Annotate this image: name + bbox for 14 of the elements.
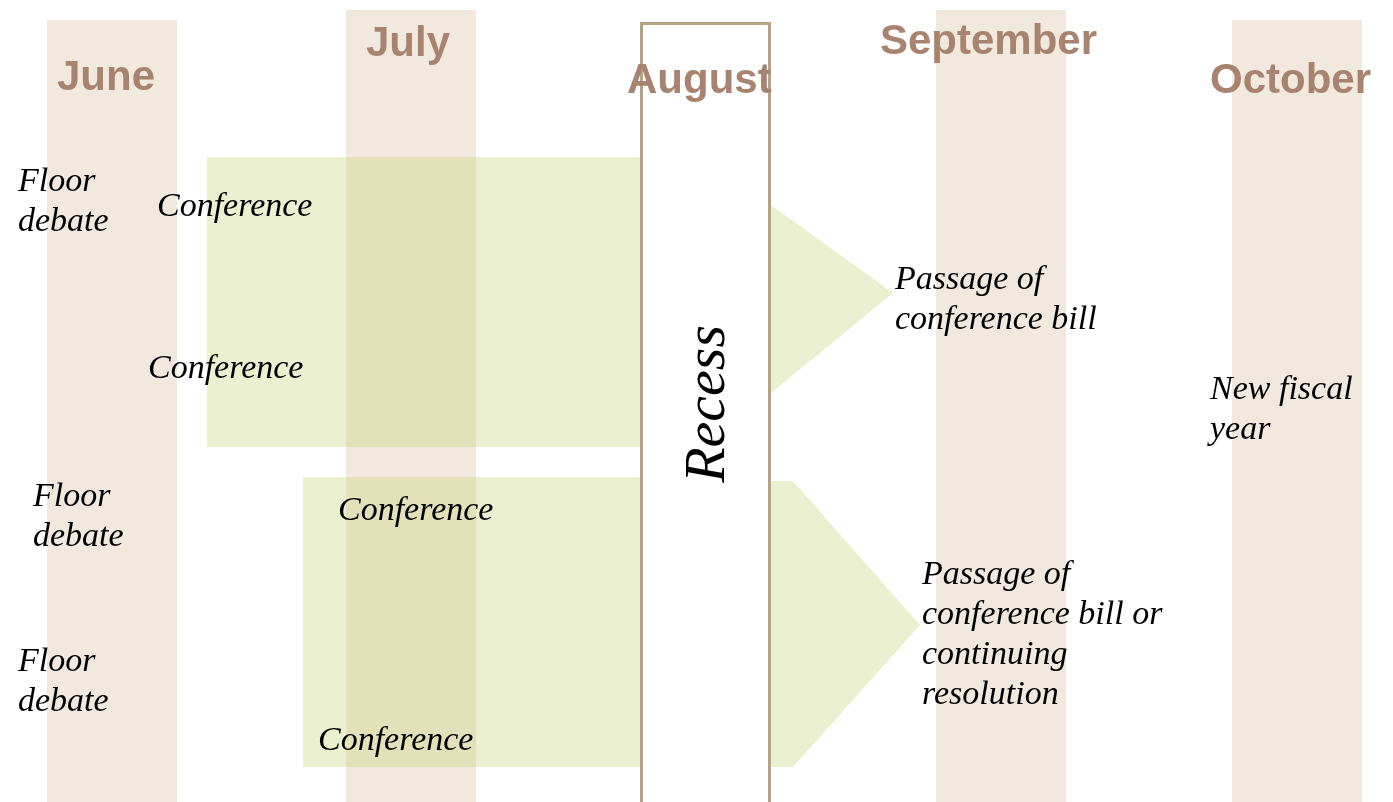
stage-label: Conference [338, 489, 494, 529]
stage-label: Floor debate [18, 640, 110, 720]
outcome-label: Passage of conference bill [895, 258, 1098, 338]
month-heading: June [57, 52, 156, 100]
month-heading: October [1210, 55, 1372, 103]
outcome-label: Passage of conference bill or continuing resolution [922, 553, 1164, 713]
month-heading: September [880, 16, 1098, 64]
recess-label: Recess [673, 325, 737, 483]
stage-label: Floor debate [33, 475, 125, 555]
stage-label: Conference [318, 719, 474, 759]
stage-label: Floor debate [18, 160, 110, 240]
month-heading: July [366, 18, 451, 66]
stage-label: Conference [157, 185, 313, 225]
stage-label: Conference [148, 347, 304, 387]
